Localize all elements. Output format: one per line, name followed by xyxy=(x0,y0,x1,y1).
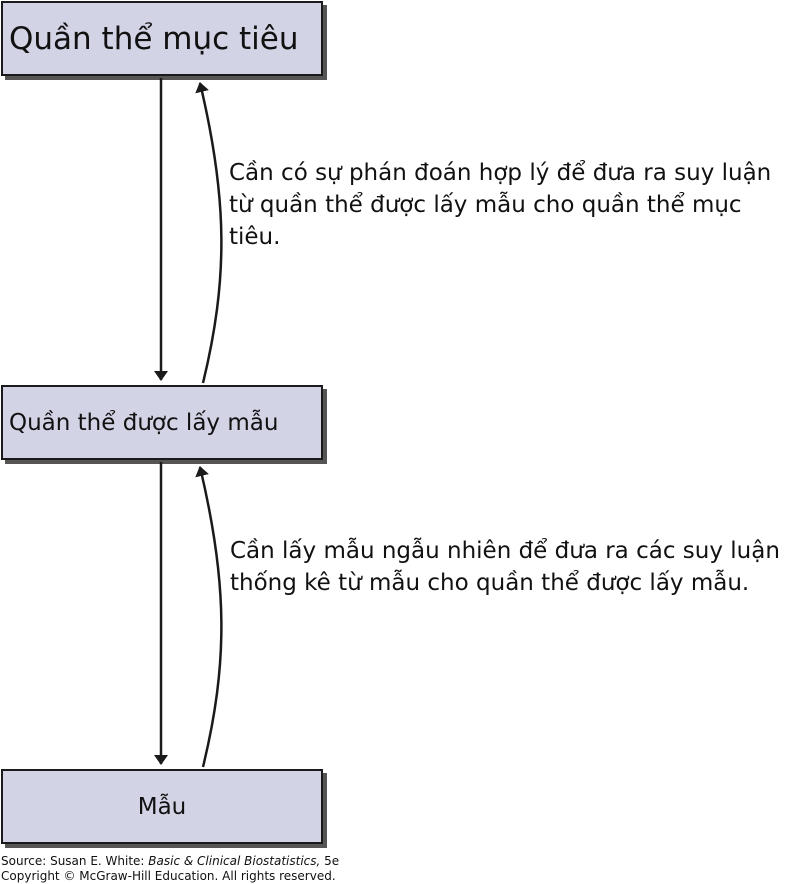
target-population-label: Quần thể mục tiêu xyxy=(9,20,299,57)
source-prefix: Source: Susan E. White: xyxy=(1,854,149,868)
sample-box: Mẫu xyxy=(1,769,323,844)
sample-label: Mẫu xyxy=(137,793,187,820)
source-line: Source: Susan E. White: Basic & Clinical… xyxy=(1,854,339,869)
upper-inference-note: Cần có sự phán đoán hợp lý để đưa ra suy… xyxy=(229,160,772,250)
copyright-line: Copyright © McGraw-Hill Education. All r… xyxy=(1,869,336,883)
up-arrow-sampled-to-target xyxy=(195,82,223,384)
source-edition: 5e xyxy=(320,854,340,868)
source-credit: Source: Susan E. White: Basic & Clinical… xyxy=(1,854,339,884)
target-population-box: Quần thể mục tiêu xyxy=(1,1,323,76)
up-arrow-sample-to-sampled xyxy=(195,466,223,768)
source-book-title: Basic & Clinical Biostatistics, xyxy=(148,854,321,868)
sampled-population-label: Quần thể được lấy mẫu xyxy=(9,409,279,436)
lower-inference-note: Cần lấy mẫu ngẫu nhiên để đưa ra các suy… xyxy=(230,538,780,596)
sampled-population-box: Quần thể được lấy mẫu xyxy=(1,385,323,460)
